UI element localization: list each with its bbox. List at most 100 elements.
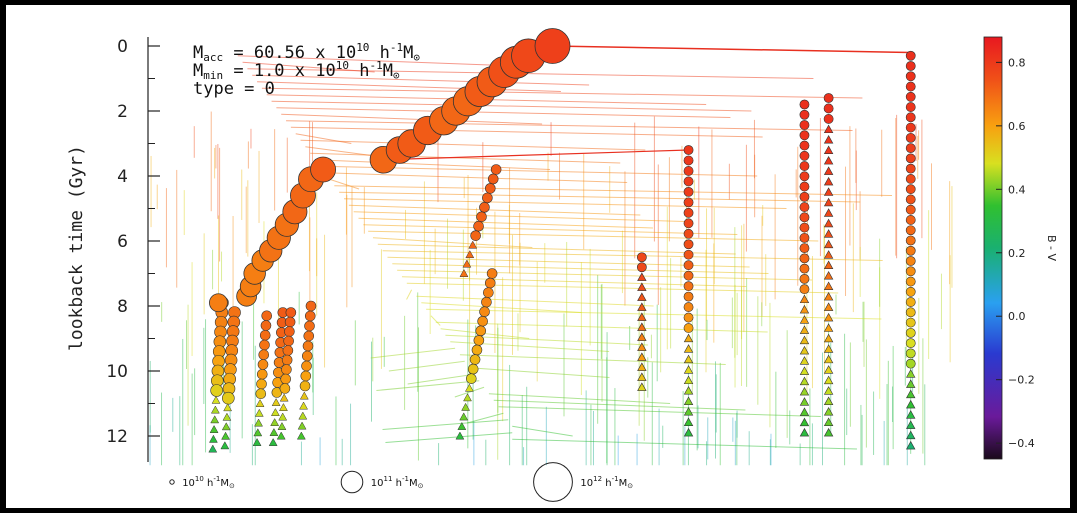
- galaxy-triangle: [279, 402, 288, 411]
- galaxy-triangle: [221, 422, 231, 431]
- galaxy-marker: [259, 339, 270, 351]
- merger-connector: [512, 438, 857, 450]
- annotation-line-2: Mmin = 1.0 x 1010 h-1M⊙: [193, 59, 400, 82]
- galaxy-marker: [799, 99, 810, 110]
- merger-connector: [459, 354, 726, 365]
- y-axis-label: lookback time (Gyr): [66, 145, 87, 351]
- galaxy-marker: [303, 330, 315, 342]
- colorbar-tick-label: 0.8: [1008, 56, 1026, 69]
- main-link: [552, 45, 911, 54]
- galaxy-triangle: [637, 332, 647, 341]
- galaxy-triangle: [823, 187, 834, 196]
- galaxy-marker: [905, 143, 916, 154]
- merger-connector: [406, 289, 413, 300]
- galaxy-triangle: [823, 208, 834, 217]
- galaxy-marker: [905, 153, 916, 164]
- galaxy-triangle: [637, 342, 647, 351]
- galaxy-triangle: [269, 427, 279, 436]
- galaxy-marker: [470, 230, 481, 241]
- galaxy-triangle: [210, 415, 220, 424]
- galaxy-marker: [799, 232, 810, 243]
- merger-connector: [315, 159, 551, 170]
- merger-connector: [493, 399, 746, 411]
- galaxy-marker: [905, 338, 916, 349]
- galaxy-triangle: [683, 386, 694, 395]
- merger-connector: [276, 107, 731, 118]
- galaxy-marker: [905, 276, 916, 287]
- galaxy-marker: [823, 93, 834, 103]
- merger-connector: [488, 393, 671, 404]
- galaxy-triangle: [823, 135, 834, 144]
- galaxy-triangle: [255, 398, 265, 407]
- galaxy-triangle: [637, 302, 647, 311]
- galaxy-marker: [799, 222, 810, 233]
- merger-connector: [385, 432, 513, 443]
- galaxy-marker: [484, 277, 496, 289]
- galaxy-triangle: [270, 407, 280, 416]
- galaxy-marker: [905, 122, 916, 133]
- galaxy-marker: [256, 378, 267, 390]
- galaxy-triangle: [823, 218, 834, 228]
- galaxy-marker: [465, 373, 477, 384]
- colorbar-tick-label: 0.2: [1008, 247, 1026, 260]
- galaxy-marker: [905, 225, 916, 236]
- merger-connector: [435, 321, 768, 333]
- galaxy-triangle: [823, 260, 834, 270]
- galaxy-marker: [905, 327, 916, 338]
- merger-connector: [363, 224, 738, 235]
- galaxy-triangle: [299, 401, 308, 410]
- galaxy-marker: [905, 174, 916, 184]
- y-tick-label: 10: [106, 362, 128, 382]
- galaxy-triangle: [683, 365, 694, 374]
- galaxy-marker: [284, 326, 295, 337]
- galaxy-triangle: [683, 396, 694, 405]
- galaxy-triangle: [268, 437, 278, 446]
- merger-connector: [421, 302, 582, 313]
- galaxy-triangle: [683, 344, 694, 353]
- galaxy-triangle: [799, 397, 810, 406]
- size-legend-circle: [340, 470, 364, 494]
- galaxy-triangle: [276, 431, 286, 440]
- galaxy-marker: [799, 191, 810, 202]
- merger-connector: [372, 237, 533, 248]
- merger-connector: [286, 120, 853, 131]
- galaxy-triangle: [637, 362, 647, 371]
- galaxy-triangle: [683, 406, 694, 416]
- colorbar-label: B - V: [1045, 235, 1058, 262]
- galaxy-triangle: [823, 229, 834, 238]
- galaxy-marker: [905, 245, 916, 256]
- galaxy-marker: [683, 302, 694, 312]
- galaxy-triangle: [299, 391, 309, 400]
- galaxy-marker: [683, 228, 694, 239]
- galaxy-marker: [683, 207, 694, 218]
- galaxy-triangle: [637, 282, 647, 291]
- galaxy-marker: [823, 103, 834, 114]
- galaxy-marker: [479, 202, 490, 213]
- y-tick-label: 4: [117, 167, 128, 187]
- galaxy-triangle: [799, 325, 810, 334]
- galaxy-marker: [683, 155, 694, 166]
- merger-connector: [382, 419, 509, 430]
- y-tick-label: 8: [117, 297, 128, 317]
- galaxy-triangle: [799, 407, 810, 416]
- galaxy-triangle: [823, 239, 834, 249]
- galaxy-marker: [534, 28, 571, 64]
- y-tick-label: 12: [106, 427, 128, 447]
- galaxy-marker: [683, 260, 694, 271]
- galaxy-triangle: [823, 375, 834, 385]
- galaxy-triangle: [906, 389, 916, 399]
- galaxy-triangle: [278, 412, 288, 421]
- colorbar-tick-label: 0.4: [1008, 183, 1026, 196]
- galaxy-marker: [799, 150, 810, 161]
- colorbar-tick-label: −0.2: [1008, 374, 1035, 387]
- merger-connector: [300, 139, 646, 151]
- galaxy-marker: [261, 310, 273, 322]
- galaxy-marker: [683, 323, 694, 333]
- galaxy-marker: [636, 262, 647, 273]
- galaxy-marker: [799, 263, 810, 274]
- galaxy-triangle: [637, 312, 647, 321]
- merger-connector: [407, 373, 475, 385]
- galaxy-marker: [683, 176, 694, 187]
